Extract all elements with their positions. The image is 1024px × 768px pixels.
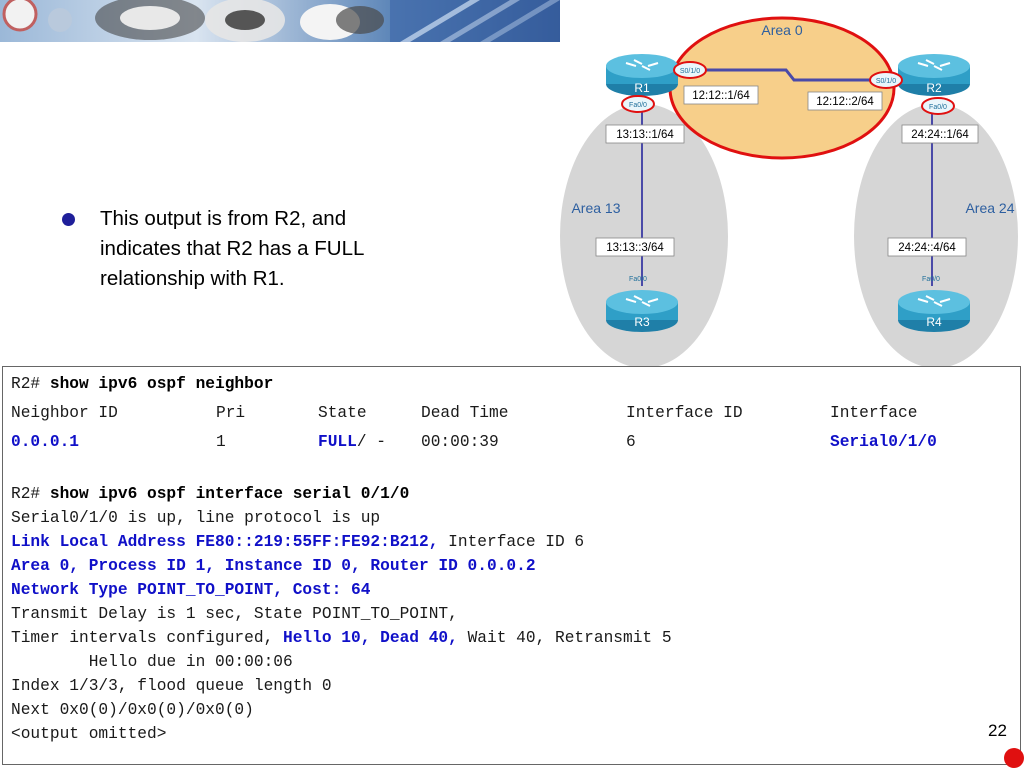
router-r2-icon bbox=[898, 54, 970, 96]
r2-fa-interface-label: Fa0/0 bbox=[929, 104, 947, 111]
router-r4-icon bbox=[898, 290, 970, 332]
header-state: State bbox=[318, 404, 367, 422]
output-line-omitted: <output omitted> bbox=[11, 725, 167, 743]
network-topology-diagram: R1 R2 R3 R4 S0/1/0 S0/1/0 Fa0/0 Fa0/0 Fa… bbox=[556, 8, 1024, 368]
command-text: show ipv6 ospf interface serial 0/1/0 bbox=[49, 485, 410, 503]
serial-link bbox=[674, 68, 876, 82]
command-text: show ipv6 ospf neighbor bbox=[49, 375, 274, 393]
bullet-text: This output is from R2, and indicates th… bbox=[100, 207, 364, 290]
terminal-output: R2# show ipv6 ospf neighbor Neighbor ID … bbox=[2, 366, 1021, 765]
header-interface: Interface bbox=[830, 404, 918, 422]
dead-time-value: 00:00:39 bbox=[421, 433, 499, 451]
output-line-link-local: Link Local Address FE80::219:55FF:FE92:B… bbox=[11, 531, 584, 553]
bullet-dot-icon bbox=[62, 213, 75, 226]
output-line-hello-due: Hello due in 00:00:06 bbox=[11, 653, 293, 671]
terminal-command-2: R2# show ipv6 ospf interface serial 0/1/… bbox=[11, 483, 409, 505]
router-r2-label: R2 bbox=[926, 81, 942, 95]
router-r1-icon bbox=[606, 54, 678, 96]
r1-serial-address: 12:12::1/64 bbox=[692, 90, 750, 102]
prompt-text: R2# bbox=[11, 375, 50, 393]
neighbor-id-value: 0.0.0.1 bbox=[11, 433, 79, 451]
r1-fa-address: 13:13::1/64 bbox=[616, 129, 674, 141]
r2-serial-interface-label: S0/1/0 bbox=[876, 78, 896, 85]
link-local-highlight: Link Local Address FE80::219:55FF:FE92:B… bbox=[11, 533, 439, 551]
header-banner-image bbox=[0, 0, 560, 42]
area24-region bbox=[854, 104, 1018, 368]
interface-id-value: 6 bbox=[626, 433, 636, 451]
output-line-network-type: Network Type POINT_TO_POINT, Cost: 64 bbox=[11, 581, 371, 599]
router-r4-label: R4 bbox=[926, 315, 942, 329]
interface-value: Serial0/1/0 bbox=[830, 433, 937, 451]
area24-label: Area 24 bbox=[965, 200, 1014, 216]
state-value: FULL/ - bbox=[318, 431, 386, 453]
output-line-timers: Timer intervals configured, Hello 10, De… bbox=[11, 627, 672, 649]
router-r3-label: R3 bbox=[634, 315, 650, 329]
state-rest-text: / - bbox=[356, 433, 387, 451]
output-line-transmit-delay: Transmit Delay is 1 sec, State POINT_TO_… bbox=[11, 605, 458, 623]
header-neighbor-id: Neighbor ID bbox=[11, 404, 118, 422]
r3-fa-interface-label: Fa0/0 bbox=[629, 276, 647, 283]
area13-region bbox=[560, 104, 728, 368]
topology-svg: R1 R2 R3 R4 S0/1/0 S0/1/0 Fa0/0 Fa0/0 Fa… bbox=[560, 16, 1018, 368]
r2-fa-address: 24:24::1/64 bbox=[911, 129, 969, 141]
r4-fa-interface-label: Fa0/0 bbox=[922, 276, 940, 283]
terminal-command-1: R2# show ipv6 ospf neighbor bbox=[11, 373, 273, 395]
header-pri: Pri bbox=[216, 404, 246, 422]
header-interface-id: Interface ID bbox=[626, 404, 743, 422]
r2-serial-address: 12:12::2/64 bbox=[816, 96, 874, 108]
output-line-area: Area 0, Process ID 1, Instance ID 0, Rou… bbox=[11, 557, 536, 575]
interface-id-text: Interface ID 6 bbox=[438, 533, 585, 551]
r4-fa-address: 24:24::4/64 bbox=[898, 242, 956, 254]
output-line-status: Serial0/1/0 is up, line protocol is up bbox=[11, 509, 381, 527]
timers-rest-text: Wait 40, Retransmit 5 bbox=[457, 629, 672, 647]
area13-label: Area 13 bbox=[571, 200, 620, 216]
state-full-text: FULL bbox=[318, 433, 357, 451]
r3-fa-address: 13:13::3/64 bbox=[606, 242, 664, 254]
router-r3-icon bbox=[606, 290, 678, 332]
timers-prefix-text: Timer intervals configured, bbox=[11, 629, 283, 647]
router-r1-label: R1 bbox=[634, 81, 650, 95]
output-line-next: Next 0x0(0)/0x0(0)/0x0(0) bbox=[11, 701, 254, 719]
area0-label: Area 0 bbox=[761, 22, 802, 38]
prompt-text: R2# bbox=[11, 485, 50, 503]
page-number: 22 bbox=[988, 721, 1007, 740]
r1-serial-interface-label: S0/1/0 bbox=[680, 68, 700, 75]
output-line-index: Index 1/3/3, flood queue length 0 bbox=[11, 677, 332, 695]
corner-dot-icon bbox=[1004, 748, 1024, 768]
banner-graphic bbox=[0, 0, 560, 42]
r1-fa-interface-label: Fa0/0 bbox=[629, 102, 647, 109]
timers-highlight: Hello 10, Dead 40, bbox=[283, 629, 458, 647]
pri-value: 1 bbox=[216, 433, 226, 451]
header-dead-time: Dead Time bbox=[421, 404, 509, 422]
